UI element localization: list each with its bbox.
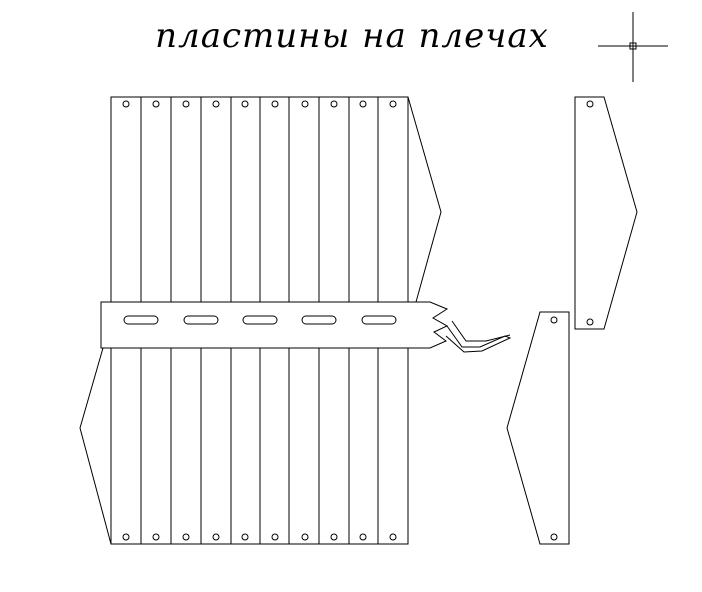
strap-slots: [123, 315, 397, 325]
drawing-title: пластины на плечах: [155, 16, 549, 56]
right-upper-plate: [574, 96, 638, 330]
bottom-plate-strips: [79, 347, 409, 545]
shoulder-strap: [100, 301, 512, 353]
right-lower-plate: [506, 311, 570, 545]
crosshair-cursor-icon: [598, 12, 668, 82]
top-plate-strips: [110, 96, 442, 303]
bottom-strip-holes: [122, 533, 397, 541]
top-strip-holes: [122, 100, 397, 108]
